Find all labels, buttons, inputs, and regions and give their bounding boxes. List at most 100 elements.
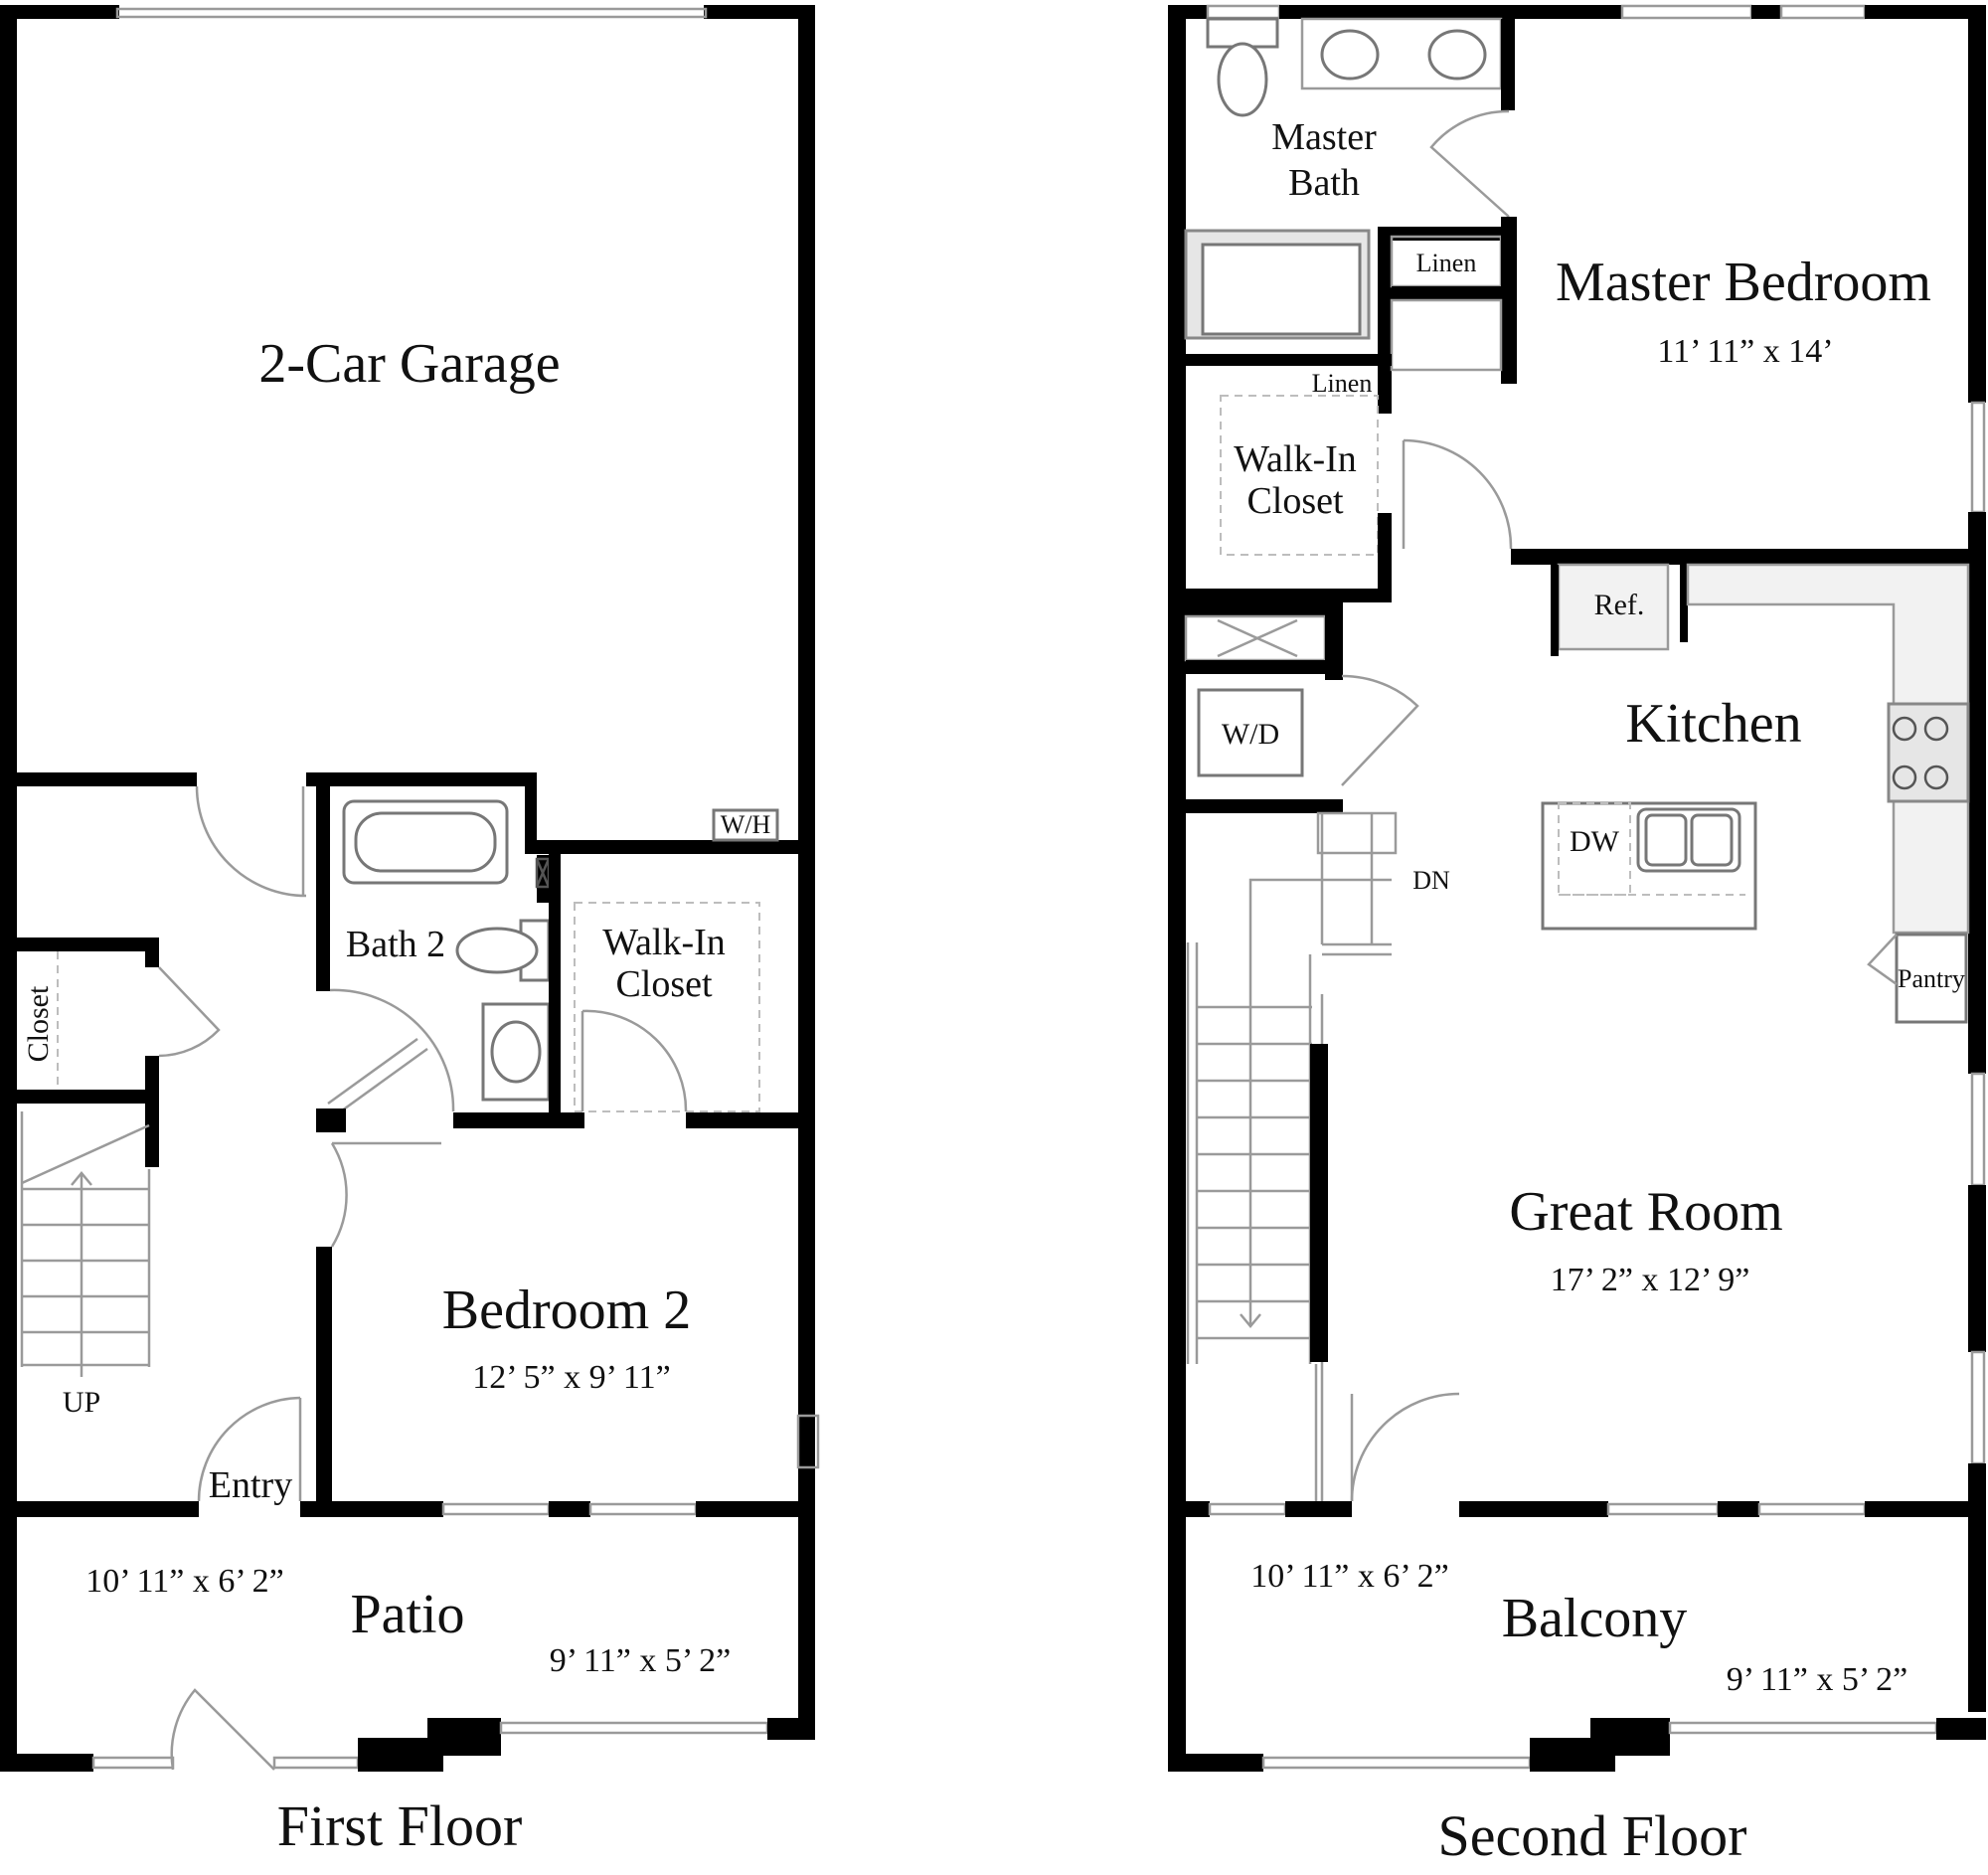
entry-door-swing: [197, 1396, 301, 1502]
bedroom-2-label: Bedroom 2: [442, 1279, 691, 1341]
great-room-window-1: [1208, 1502, 1287, 1516]
second-floor-top-wall: [1279, 5, 1622, 19]
great-room-window-3: [1757, 1502, 1867, 1516]
patio-door-swing: [170, 1688, 275, 1771]
bath-garage-wall: [525, 772, 537, 844]
master-sink-2: [1427, 29, 1487, 81]
great-room-label: Great Room: [1509, 1181, 1782, 1243]
master-bedroom-window-1: [1620, 4, 1753, 20]
washer-dryer: [1197, 688, 1304, 777]
great-room-door-swing: [1350, 1392, 1460, 1502]
washer-dryer-label: W/D: [1222, 718, 1279, 751]
bedroom-left-wall: [316, 1247, 332, 1515]
bath-bottom-wall: [453, 1112, 584, 1128]
bath-sink: [490, 1020, 542, 1084]
master-walk-in-closet-label-2: Closet: [1246, 480, 1344, 522]
closet-bottom-wall: [0, 1090, 159, 1104]
laundry-door-swing: [1341, 674, 1419, 786]
garage-top-wall-left: [0, 5, 119, 19]
second-floor-title: Second Floor: [1438, 1803, 1747, 1868]
master-walk-in-closet-shelf: [1220, 395, 1379, 556]
stairs-up-label: UP: [63, 1386, 100, 1419]
walk-in-closet-label-1: Walk-In: [602, 922, 726, 963]
patio-dimensions-right: 9’ 11” x 5’ 2”: [550, 1642, 732, 1679]
patio-window: [499, 1721, 769, 1735]
patio-dimensions-left: 10’ 11” x 6’ 2”: [85, 1563, 284, 1600]
patio-top-wall-left: [0, 1501, 199, 1517]
first-floor-stairs: [20, 1111, 151, 1377]
walk-in-closet-bottom-wall: [686, 1112, 815, 1128]
linen-closet-2: [1390, 298, 1503, 372]
master-walk-in-closet-label-1: Walk-In: [1234, 438, 1357, 480]
entry-label: Entry: [209, 1464, 292, 1506]
great-room-side-window-2: [1970, 1350, 1986, 1465]
bedroom-window-1: [441, 1502, 551, 1516]
toilet: [455, 927, 539, 974]
master-bedroom-window-2: [1779, 4, 1867, 20]
first-floor-left-wall: [0, 5, 17, 1770]
burner-3: [1892, 765, 1917, 790]
master-bath-right-wall: [1501, 19, 1515, 110]
walk-in-closet-right-wall: [1378, 513, 1392, 602]
master-bath-door-swing: [1429, 109, 1510, 218]
master-bedroom-dimensions: 11’ 11” x 14’: [1657, 333, 1833, 370]
bath-2-label: Bath 2: [346, 924, 445, 965]
refrigerator-label: Ref.: [1594, 589, 1645, 621]
bedroom-window: [796, 1414, 820, 1469]
master-bedroom-label: Master Bedroom: [1556, 252, 1931, 313]
balcony-top-wall-left: [1168, 1501, 1210, 1517]
bath-left-wall: [316, 772, 330, 991]
walk-in-closet-label-2: Closet: [615, 963, 713, 1005]
laundry-bottom-wall: [1186, 799, 1343, 813]
balcony-label: Balcony: [1502, 1588, 1688, 1649]
balcony-window-2: [1668, 1721, 1938, 1735]
linen-2-label: Linen: [1312, 369, 1373, 398]
first-floor-title: First Floor: [277, 1793, 523, 1858]
master-sink-1: [1320, 29, 1380, 81]
closet-label: Closet: [22, 985, 55, 1062]
walk-in-closet-shelf: [574, 902, 760, 1112]
pantry-door: [1867, 934, 1898, 986]
bedroom-window-2: [588, 1502, 698, 1516]
pantry: [1895, 933, 1968, 1024]
bedroom-door-swing: [330, 1142, 348, 1248]
balcony-bottom-wall-left: [1168, 1754, 1263, 1772]
patio-label: Patio: [350, 1584, 464, 1645]
master-bedroom-left-wall: [1501, 217, 1517, 384]
walk-in-closet-bottom-wall-2: [1186, 589, 1392, 602]
burner-4: [1923, 765, 1949, 790]
walk-in-closet-top-wall-2: [1186, 354, 1392, 366]
water-heater: [712, 808, 779, 842]
master-bedroom-bottom-wall: [1511, 549, 1986, 565]
great-room-dimensions: 17’ 2” x 12’ 9”: [1551, 1262, 1750, 1298]
master-toilet-tank: [1206, 17, 1279, 49]
linen-1-label: Linen: [1416, 249, 1477, 277]
great-room-side-window-1: [1970, 1072, 1986, 1187]
master-bath-label-2: Bath: [1288, 162, 1360, 204]
balcony-dimensions-left: 10’ 11” x 6’ 2”: [1250, 1558, 1449, 1595]
closet-door-swing: [158, 966, 221, 1058]
balcony-dimensions-right: 9’ 11” x 5’ 2”: [1727, 1661, 1908, 1698]
patio-bottom-wall-left: [0, 1754, 93, 1772]
garage-bottom-wall-mid: [306, 772, 535, 786]
second-floor-plan: [1168, 4, 1986, 1772]
master-bath-label-1: Master: [1271, 116, 1377, 158]
stair-rail-wall: [1310, 1044, 1328, 1362]
garage-entry-door-swing: [195, 785, 307, 898]
garage-top-wall-right: [704, 5, 815, 19]
second-floor-left-wall: [1168, 5, 1186, 1770]
kitchen-label: Kitchen: [1625, 693, 1801, 755]
bath-door-swing: [329, 988, 455, 1112]
master-bath-window: [1206, 4, 1281, 20]
master-bedroom-door-swing: [1403, 438, 1513, 550]
first-floor-right-wall: [798, 5, 815, 1740]
second-floor-stairs: [1186, 811, 1398, 1503]
burner-1: [1892, 716, 1917, 742]
master-toilet: [1217, 42, 1268, 117]
walk-in-closet-door-swing: [581, 1009, 688, 1112]
garage-door: [115, 7, 708, 19]
balcony-window-1: [1261, 1756, 1532, 1770]
garage-label: 2-Car Garage: [258, 333, 560, 395]
closet-right-wall: [145, 1056, 159, 1167]
